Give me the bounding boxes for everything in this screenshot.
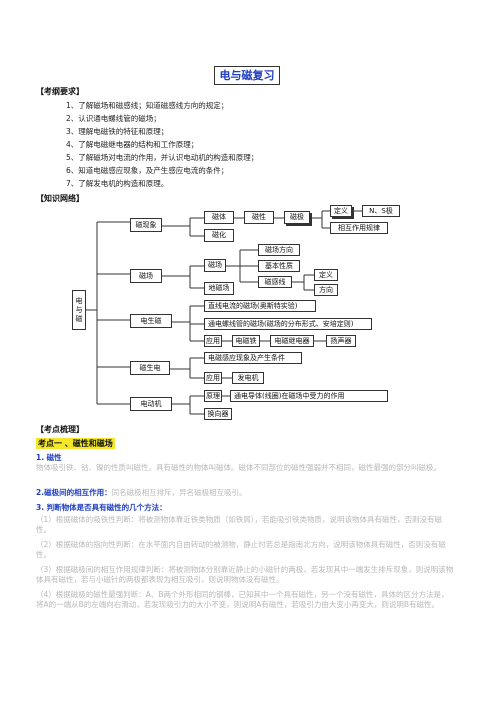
- map-node-elec-to-mag: 电生磁: [130, 314, 172, 328]
- map-node-commutator: 换向器: [204, 408, 232, 420]
- requirement-item: 5、了解磁场对电流的作用，并认识电动机的构造和原理；: [66, 153, 259, 162]
- requirement-item: 2、认识通电螺线管的磁场；: [66, 114, 161, 123]
- map-node-field-direction: 磁场方向: [258, 244, 300, 256]
- map-node-application: 应用: [204, 335, 222, 347]
- item-text: 同名磁极相互排斥，异名磁极相互吸引。: [111, 488, 247, 497]
- item-paragraph: 物体吸引铁、钴、镍的性质叫磁性。具有磁性的物体叫磁体。磁体不同部位的磁性强弱并不…: [36, 463, 441, 472]
- requirement-item: 6、知道电磁感应现象，及产生感应电流的条件；: [66, 166, 229, 175]
- item-line: 2.磁极间的相互作用：同名磁极相互排斥，异名磁极相互吸引。: [36, 487, 247, 498]
- requirement-item: 1、了解磁场和磁感线；知道磁感线方向的规定；: [66, 101, 229, 110]
- map-node-magnet: 磁体: [204, 211, 234, 224]
- section-requirements: 【考纲要求】: [36, 87, 84, 96]
- map-node-speaker: 扬声器: [326, 335, 356, 347]
- item-paragraph: （1）根据磁体的吸铁性判断：将被测物体靠近铁类物质（如铁屑），若能吸引铁类物质，…: [36, 515, 443, 534]
- map-node-mag-to-elec: 磁生电: [130, 361, 170, 375]
- section-network: 【知识网络】: [36, 194, 84, 203]
- requirement-item: 4、了解电磁继电器的结构和工作原理；: [66, 140, 199, 149]
- map-node-force-on-wire: 通电导体(线圈)在磁场中受力的作用: [230, 390, 388, 402]
- map-node-principle: 原理: [204, 390, 222, 402]
- point-heading: 考点一 、磁性和磁场: [36, 438, 115, 449]
- map-node-straight-wire: 直线电流的磁场(奥斯特实验): [204, 300, 316, 312]
- map-node-electromagnet: 电磁铁: [232, 335, 260, 347]
- item-paragraph: （2）根据磁体的指向性判断：在水平面内自由转动的被测物，静止时若总是指南北方向，…: [36, 540, 446, 559]
- map-root: 电与磁: [72, 290, 86, 330]
- map-node-magnetization: 磁化: [204, 229, 234, 242]
- map-node-field-line: 磁感线: [258, 276, 292, 288]
- map-node-pole: 磁极: [284, 211, 310, 224]
- map-node-magnetism: 磁性: [244, 211, 274, 224]
- map-node-application2: 应用: [204, 372, 222, 384]
- item-paragraph: （4）根据磁极的磁性最强判断：A、B两个外形相同的钢棒，已知其中一个具有磁性，另…: [36, 590, 449, 609]
- map-node-magnet-phenomenon: 磁现象: [130, 218, 162, 232]
- map-node-pole-law: 相互作用规律: [330, 222, 388, 234]
- map-node-generator: 发电机: [232, 372, 264, 384]
- map-node-field-branch: 磁场: [130, 269, 162, 283]
- map-node-basic-property: 基本性质: [258, 260, 300, 272]
- item-heading: 1. 磁性: [36, 453, 62, 462]
- requirement-item: 7、了解发电机的构造和原理。: [66, 179, 169, 188]
- page-title: 电与磁复习: [214, 66, 280, 85]
- map-node-induction: 电磁感应现象及产生条件: [204, 352, 302, 364]
- map-node-line-direction: 方向: [314, 284, 338, 296]
- map-node-solenoid: 通电螺线管的磁场(磁场的分布形式、安培定则): [204, 318, 372, 330]
- map-node-definition: 定义: [330, 205, 352, 217]
- section-summary: 【考点梳理】: [36, 425, 84, 434]
- map-node-motor: 电动机: [130, 397, 172, 411]
- requirement-item: 3、理解电磁铁的特征和原理；: [66, 127, 169, 136]
- map-node-field: 磁场: [204, 259, 226, 272]
- map-node-ns-pole: N、S极: [362, 205, 400, 217]
- item-heading: 3. 判断物体是否具有磁性的几个方法：: [36, 503, 167, 512]
- map-node-relay: 电磁继电器: [270, 335, 314, 347]
- map-node-geo-field: 地磁场: [204, 282, 234, 295]
- map-node-line-definition: 定义: [314, 269, 338, 281]
- item-paragraph: （3）根据磁极间的相互作用规律判断：将被测物体分别靠近静止的小磁针的两极，若发现…: [36, 565, 454, 584]
- item-heading: 2.磁极间的相互作用：: [36, 488, 112, 497]
